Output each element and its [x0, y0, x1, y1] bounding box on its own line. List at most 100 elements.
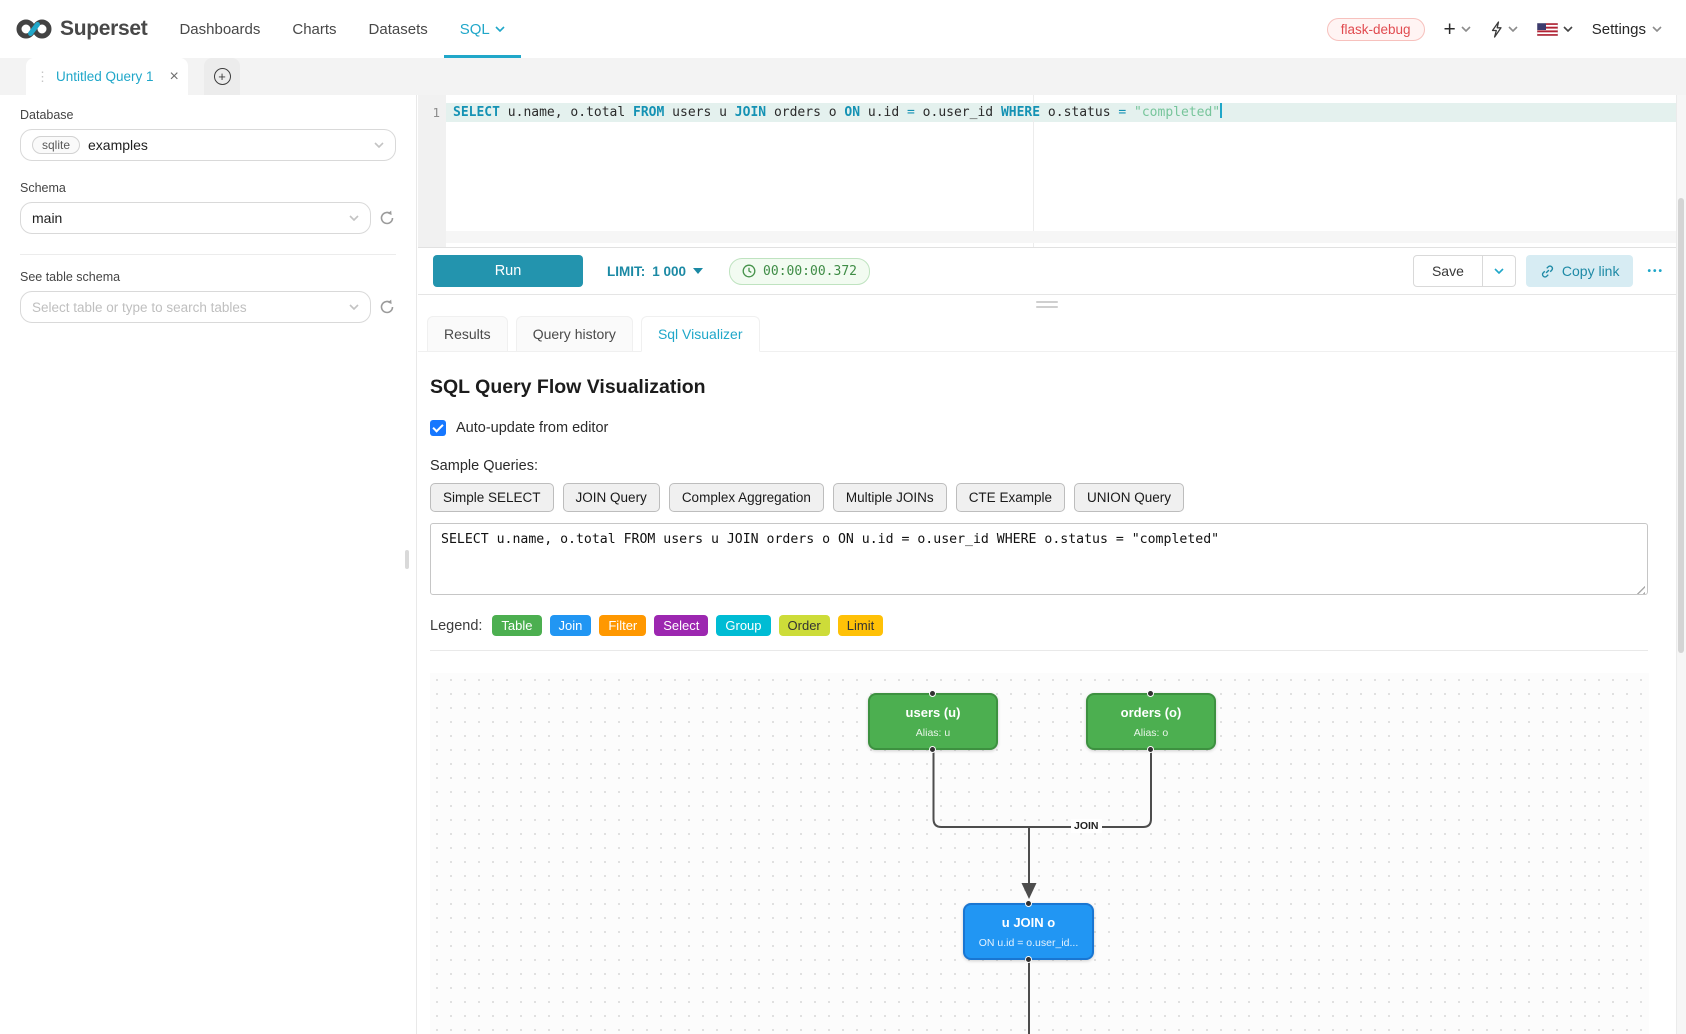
line-number: 1	[418, 103, 440, 122]
chevron-down-icon	[1652, 26, 1662, 32]
visualizer-heading: SQL Query Flow Visualization	[430, 376, 1648, 399]
copy-link-label: Copy link	[1562, 263, 1620, 279]
sample-queries-label: Sample Queries:	[430, 458, 1648, 474]
sql-code-editor[interactable]: 1 SELECT u.name, o.total FROM users u JO…	[418, 95, 1676, 248]
run-toolbar: Run LIMIT: 1 000 00:00:00.372 Save	[418, 248, 1676, 295]
nav-charts[interactable]: Charts	[292, 0, 336, 58]
legend-chip-join: Join	[550, 615, 592, 636]
node-title: orders (o)	[1088, 705, 1214, 720]
shortcuts-menu[interactable]	[1490, 21, 1518, 38]
us-flag-icon	[1537, 23, 1558, 36]
tab-sql-visualizer[interactable]: Sql Visualizer	[641, 316, 760, 352]
run-button[interactable]: Run	[433, 255, 583, 287]
database-label: Database	[20, 108, 396, 122]
nav-sql[interactable]: SQL	[460, 0, 505, 58]
node-handle-bottom	[929, 746, 936, 753]
results-tab-bar: Results Query history Sql Visualizer	[427, 316, 1686, 352]
sample-simple-select-button[interactable]: Simple SELECT	[430, 483, 554, 512]
chevron-down-icon	[349, 215, 359, 221]
flow-canvas[interactable]: users (u) Alias: u orders (o) Alias: o J…	[430, 673, 1649, 1034]
nav-dashboards[interactable]: Dashboards	[179, 0, 260, 58]
refresh-schemas-icon[interactable]	[378, 209, 396, 227]
main-nav: Dashboards Charts Datasets SQL	[179, 0, 536, 58]
results-pane: Results Query history Sql Visualizer SQL…	[418, 295, 1686, 1034]
top-navbar: Superset Dashboards Charts Datasets SQL …	[0, 0, 1686, 58]
editor-hscrollbar[interactable]	[446, 231, 1676, 243]
sample-complex-aggregation-button[interactable]: Complex Aggregation	[669, 483, 824, 512]
sample-cte-example-button[interactable]: CTE Example	[956, 483, 1065, 512]
table-search-select[interactable]: Select table or type to search tables	[20, 291, 371, 323]
auto-update-checkbox-row[interactable]: Auto-update from editor	[430, 420, 1648, 436]
visualizer-divider	[430, 650, 1648, 651]
sidebar-resize-handle[interactable]	[405, 550, 409, 569]
flow-node-join[interactable]: u JOIN o ON u.id = o.user_id...	[963, 903, 1094, 960]
database-select[interactable]: sqlite examples	[20, 129, 396, 161]
refresh-tables-icon[interactable]	[378, 298, 396, 316]
sample-query-buttons: Simple SELECT JOIN Query Complex Aggrega…	[430, 483, 1648, 512]
visualizer-sql-input[interactable]: SELECT u.name, o.total FROM users u JOIN…	[430, 523, 1648, 595]
new-item-menu[interactable]: +	[1444, 19, 1471, 40]
legend-chip-limit: Limit	[838, 615, 883, 636]
sql-code-line: SELECT u.name, o.total FROM users u JOIN…	[453, 103, 1222, 122]
superset-logo[interactable]: Superset	[16, 17, 147, 41]
save-options-button[interactable]	[1483, 255, 1516, 287]
sample-union-query-button[interactable]: UNION Query	[1074, 483, 1184, 512]
copy-link-button[interactable]: Copy link	[1526, 255, 1634, 287]
drag-dots-icon[interactable]: ⋮	[36, 70, 49, 83]
database-engine-badge: sqlite	[32, 136, 80, 154]
database-select-value: examples	[88, 137, 148, 153]
auto-update-checkbox[interactable]	[430, 420, 446, 436]
legend-chip-table: Table	[492, 615, 541, 636]
page-scrollbar-thumb[interactable]	[1678, 198, 1684, 653]
results-pane-resize-handle[interactable]	[1036, 301, 1058, 311]
sidebar-divider	[20, 254, 396, 255]
sample-join-query-button[interactable]: JOIN Query	[563, 483, 660, 512]
query-timer-badge: 00:00:00.372	[729, 258, 870, 285]
legend-chip-select: Select	[654, 615, 708, 636]
settings-label: Settings	[1592, 21, 1646, 38]
add-query-tab-button[interactable]: +	[204, 58, 240, 95]
environment-badge: flask-debug	[1327, 18, 1425, 41]
save-split-button: Save	[1413, 255, 1516, 287]
settings-menu[interactable]: Settings	[1592, 21, 1662, 38]
flow-node-users[interactable]: users (u) Alias: u	[868, 693, 998, 750]
navbar-right: flask-debug + Settings	[1327, 18, 1662, 41]
query-tab-strip: ⋮ Untitled Query 1 × +	[0, 58, 1686, 95]
legend-label: Legend:	[430, 618, 482, 634]
query-tab-title: Untitled Query 1	[56, 69, 154, 84]
node-handle-top	[929, 690, 936, 697]
node-handle-top	[1025, 900, 1032, 907]
lightning-bolt-icon	[1490, 21, 1503, 38]
text-cursor	[1220, 103, 1222, 118]
sql-lab-sidebar: Database sqlite examples Schema main See…	[0, 95, 417, 1034]
overflow-menu-icon[interactable]: •••	[1647, 266, 1664, 277]
sample-multiple-joins-button[interactable]: Multiple JOINs	[833, 483, 947, 512]
close-tab-icon[interactable]: ×	[170, 69, 179, 85]
brand-name: Superset	[60, 17, 147, 41]
sql-editor-panel: 1 SELECT u.name, o.total FROM users u JO…	[418, 95, 1686, 1034]
table-search-placeholder: Select table or type to search tables	[32, 300, 247, 315]
node-handle-bottom	[1025, 956, 1032, 963]
node-subtitle: ON u.id = o.user_id...	[965, 937, 1092, 949]
query-tab-untitled[interactable]: ⋮ Untitled Query 1 ×	[26, 58, 188, 95]
language-picker[interactable]	[1537, 23, 1573, 36]
limit-dropdown[interactable]: LIMIT: 1 000	[607, 264, 703, 279]
nav-datasets[interactable]: Datasets	[369, 0, 428, 58]
link-icon	[1540, 264, 1555, 279]
schema-select-value: main	[32, 210, 62, 226]
tab-query-history[interactable]: Query history	[516, 316, 633, 352]
legend-chip-filter: Filter	[599, 615, 646, 636]
tab-results[interactable]: Results	[427, 316, 508, 352]
node-title: users (u)	[870, 705, 996, 720]
flow-node-orders[interactable]: orders (o) Alias: o	[1086, 693, 1216, 750]
schema-select[interactable]: main	[20, 202, 371, 234]
page-scrollbar-track[interactable]	[1676, 95, 1686, 1034]
limit-value: 1 000	[652, 264, 686, 279]
limit-label: LIMIT:	[607, 264, 645, 279]
chevron-down-icon	[495, 26, 505, 32]
sql-visualizer-panel: SQL Query Flow Visualization Auto-update…	[418, 352, 1686, 1034]
flow-edges	[430, 673, 1649, 1034]
legend-chip-group: Group	[716, 615, 770, 636]
save-button[interactable]: Save	[1413, 255, 1483, 287]
auto-update-label: Auto-update from editor	[456, 420, 608, 436]
